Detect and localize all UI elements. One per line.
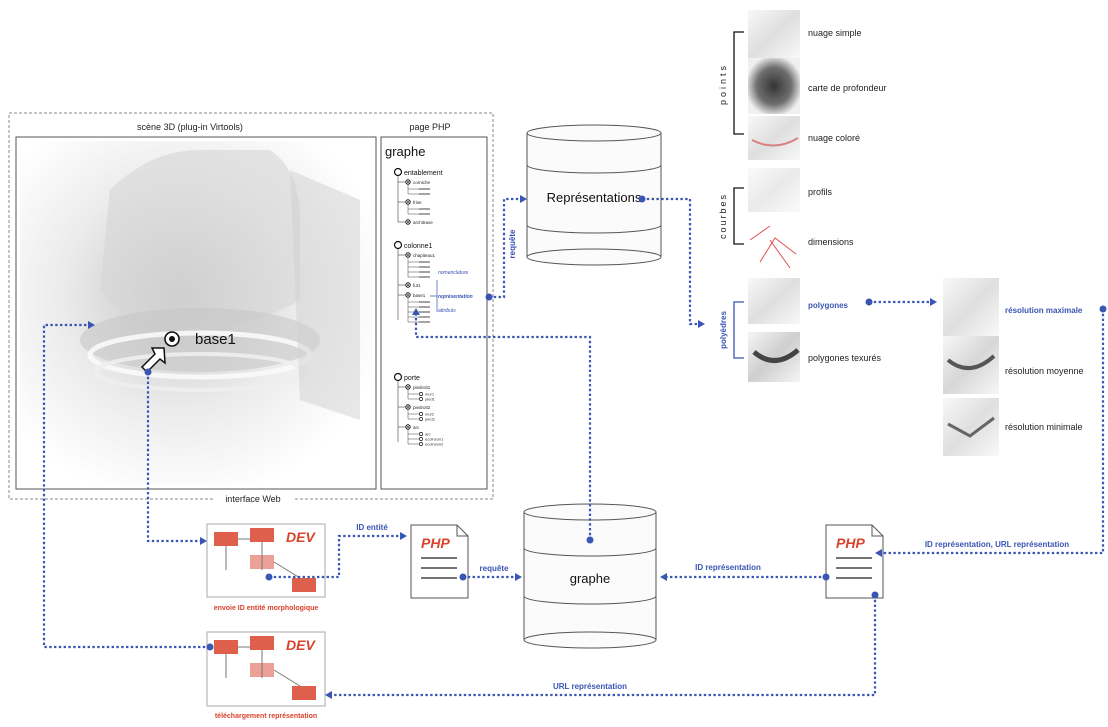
label-resolution-moy: résolution moyenne	[1005, 366, 1084, 376]
thumbnail-resolution-max	[943, 278, 999, 336]
thumbnail-polygones-textures	[748, 332, 800, 382]
flow-label-id-representation: ID représentation	[695, 563, 761, 572]
flow-label-requete-vertical: requête	[508, 229, 517, 258]
tree-group-label[interactable]: porte	[404, 375, 420, 382]
tree-leaf-label[interactable]: pied1	[425, 397, 436, 402]
tree-leaf-icon[interactable]	[419, 397, 423, 401]
tree-leaf-label[interactable]: mur2	[425, 412, 435, 417]
thumbnail-carte-profondeur	[748, 58, 800, 114]
tree-leaf-icon[interactable]	[419, 432, 423, 436]
tree-group-label[interactable]: entablement	[404, 170, 443, 177]
tree-node-dot-icon	[407, 406, 409, 408]
flow-arrows	[42, 195, 1107, 699]
tree-node-dot-icon	[407, 221, 409, 223]
thumbnail-resolution-min	[943, 398, 999, 456]
tree-node-dot-icon	[407, 254, 409, 256]
label-resolution-max: résolution maximale	[1005, 306, 1083, 315]
tree-node-dot-icon	[407, 426, 409, 428]
tree-node-icon[interactable]	[393, 372, 403, 382]
polyedres-group-label: polyèdres	[719, 311, 728, 349]
courbes-bracket	[733, 187, 744, 245]
tree-node-icon[interactable]	[393, 240, 403, 250]
dev-document-1	[206, 523, 326, 598]
php-page-title: page PHP	[409, 122, 450, 132]
scene-3d-viewport[interactable]	[15, 136, 377, 490]
cursor-label: base1	[195, 331, 236, 348]
php-document-1	[410, 524, 469, 599]
label-polygones: polygones	[808, 301, 849, 310]
php-label-2: PHP	[836, 535, 865, 551]
graph-tree: entablement corniche frise architrave colonn…	[393, 167, 473, 447]
flow-label-id-url-representation: ID représentation, URL représentation	[925, 540, 1069, 549]
tree-child-label[interactable]: architrave	[413, 220, 433, 225]
tree-child-label[interactable]: arc	[413, 425, 420, 430]
tree-leaf-label[interactable]: pied2	[425, 417, 436, 422]
tree-node-dot-icon	[407, 181, 409, 183]
cursor-arrow-icon	[140, 331, 180, 374]
tree-leaf-icon[interactable]	[419, 417, 423, 421]
db-representations	[526, 124, 662, 266]
graph-title: graphe	[385, 144, 425, 159]
label-dimensions: dimensions	[808, 237, 854, 247]
tree-leaf-icon[interactable]	[419, 442, 423, 446]
tree-leaf-label[interactable]: ecoinson2	[425, 442, 444, 447]
polyedres-bracket	[733, 301, 744, 359]
tree-node-dot-icon	[407, 386, 409, 388]
tree-node-dot-icon	[407, 294, 409, 296]
thumbnail-polygones	[748, 278, 800, 324]
interface-web-label: interface Web	[225, 494, 280, 504]
points-group-label: points	[718, 63, 728, 105]
php-page-panel	[380, 136, 488, 490]
thumbnail-resolution-moy	[943, 336, 999, 394]
db-representations-label: Représentations	[547, 190, 642, 205]
dev-label-1: DEV	[286, 529, 316, 545]
interface-label-bg	[215, 492, 295, 504]
thumbnail-nuage-colore	[748, 116, 800, 160]
points-bracket	[733, 31, 744, 135]
base1-option[interactable]: représentation	[438, 294, 473, 300]
tree-child-label[interactable]: fut1	[413, 283, 421, 288]
thumbnail-dimensions	[749, 225, 797, 269]
php-document-2	[825, 524, 884, 599]
tree-node-icon[interactable]	[393, 167, 403, 177]
tree-child-label[interactable]: piedroit2	[413, 405, 431, 410]
tree-node-dot-icon	[407, 201, 409, 203]
base1-option[interactable]: nomenclature	[438, 270, 469, 276]
db-graphe-label: graphe	[570, 571, 610, 586]
flow-label-url-representation: URL représentation	[553, 682, 627, 691]
label-resolution-min: résolution minimale	[1005, 422, 1083, 432]
label-nuage-simple: nuage simple	[808, 28, 862, 38]
tree-leaf-icon[interactable]	[419, 412, 423, 416]
tree-child-label[interactable]: piedroit1	[413, 385, 431, 390]
thumbnail-profils	[748, 168, 800, 212]
thumbnail-nuage-simple	[748, 10, 800, 58]
tree-child-label[interactable]: base1	[413, 293, 426, 298]
tree-leaf-label[interactable]: mur1	[425, 392, 435, 397]
tree-group-label[interactable]: colonne1	[404, 243, 433, 250]
php-label-1: PHP	[421, 535, 450, 551]
tree-leaf-label[interactable]: arc	[425, 432, 431, 437]
base1-option[interactable]: attributs	[438, 308, 456, 314]
tree-child-label[interactable]: corniche	[413, 180, 431, 185]
dev-label-2: DEV	[286, 637, 316, 653]
courbes-group-label: courbes	[718, 193, 728, 239]
dev-caption-2: téléchargement représentation	[215, 713, 317, 720]
tree-leaf-icon[interactable]	[419, 437, 423, 441]
flow-label-id-entite: ID entité	[356, 523, 388, 532]
tree-leaf-icon[interactable]	[419, 392, 423, 396]
scene-title: scène 3D (plug-in Virtools)	[137, 122, 243, 132]
tree-child-label[interactable]: frise	[413, 200, 422, 205]
tree-child-label[interactable]: chapiteau1	[413, 253, 436, 258]
tree-node-dot-icon	[407, 284, 409, 286]
label-polygones-textures: polygones texurés	[808, 353, 882, 363]
tree-leaf-label[interactable]: ecoinson1	[425, 437, 444, 442]
flow-label-requete: requête	[480, 564, 509, 573]
dev-caption-1: envoie ID entité morphologique	[214, 605, 319, 612]
label-nuage-colore: nuage coloré	[808, 133, 860, 143]
label-profils: profils	[808, 187, 833, 197]
base1-options-bracket	[430, 280, 438, 312]
dev-document-2	[206, 631, 326, 707]
label-carte-profondeur: carte de profondeur	[808, 83, 887, 93]
